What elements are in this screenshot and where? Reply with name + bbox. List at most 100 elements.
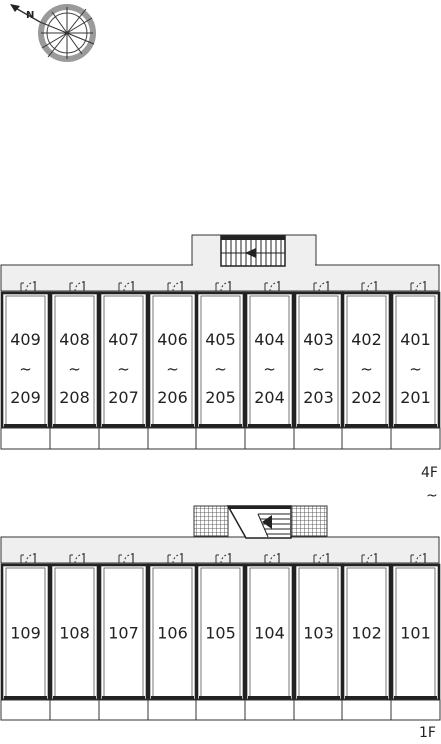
unit-number-top: 408 <box>59 330 90 349</box>
unit-range-separator: ~ <box>409 360 422 378</box>
balcony <box>341 699 392 721</box>
balcony <box>390 699 441 721</box>
unit-cell: 104 <box>244 553 295 721</box>
balcony <box>49 427 100 450</box>
balcony <box>293 699 344 721</box>
unit-number-bottom: 209 <box>10 388 41 407</box>
unit-number: 105 <box>205 624 236 643</box>
unit-number-bottom: 205 <box>205 388 236 407</box>
unit-number-bottom: 202 <box>351 388 382 407</box>
lower-floor-label: 1F <box>419 725 436 741</box>
unit-cell: 101 <box>390 553 441 721</box>
balcony <box>147 427 198 450</box>
upper-building: 409 ~209 408 ~208 407 ~207 406 ~206 405 ~205 404 ~2… <box>0 234 441 450</box>
unit-cell: 401~201 <box>390 281 441 450</box>
unit-cell: 405 ~205 <box>195 281 246 450</box>
planting-area-right <box>290 505 328 537</box>
door-swing-icon <box>361 553 377 564</box>
unit-range-separator: ~ <box>214 360 227 378</box>
unit-cell: 109 <box>0 553 51 721</box>
unit-cell: 103 <box>293 553 344 721</box>
unit-number-top: 404 <box>254 330 285 349</box>
balcony <box>244 427 295 450</box>
unit-number: 106 <box>157 624 188 643</box>
unit-range-separator: ~ <box>117 360 130 378</box>
unit-number: 107 <box>108 624 139 643</box>
unit-cell: 407 ~207 <box>98 281 149 450</box>
unit-number-top: 409 <box>10 330 41 349</box>
unit-number: 104 <box>254 624 285 643</box>
north-arrow-icon <box>10 4 20 12</box>
unit-range-separator: ~ <box>19 360 32 378</box>
balcony <box>0 427 51 450</box>
unit-cell: 106 <box>147 553 198 721</box>
unit-number-top: 401 <box>400 330 431 349</box>
door-swing-icon <box>215 553 231 564</box>
unit-range-separator: ~ <box>263 360 276 378</box>
balcony <box>390 427 441 450</box>
unit-number-bottom: 208 <box>59 388 90 407</box>
balcony <box>49 699 100 721</box>
upper-floor-top-label: 4F <box>421 465 438 481</box>
balcony <box>244 699 295 721</box>
unit-cell: 403 ~203 <box>293 281 344 450</box>
unit-range-separator: ~ <box>312 360 325 378</box>
unit-number-top: 406 <box>157 330 188 349</box>
balcony <box>98 427 149 450</box>
door-swing-icon <box>167 553 183 564</box>
door-swing-icon <box>313 281 329 292</box>
door-swing-icon <box>215 281 231 292</box>
balcony <box>195 699 246 721</box>
unit-range-separator: ~ <box>360 360 373 378</box>
balcony <box>341 427 392 450</box>
compass-north-label: N <box>26 10 34 21</box>
unit-number-top: 407 <box>108 330 139 349</box>
door-swing-icon <box>20 553 36 564</box>
entrance-staircase-icon <box>226 505 292 539</box>
unit-cell: 105 <box>195 553 246 721</box>
door-swing-icon <box>361 281 377 292</box>
unit-number-top: 402 <box>351 330 382 349</box>
unit-cell: 108 <box>49 553 100 721</box>
planting-area-left <box>193 505 229 537</box>
unit-number-bottom: 203 <box>303 388 334 407</box>
unit-range-separator: ~ <box>68 360 81 378</box>
unit-range-separator: ~ <box>166 360 179 378</box>
balcony <box>293 427 344 450</box>
unit-number: 101 <box>400 624 431 643</box>
door-swing-icon <box>69 553 85 564</box>
unit-number: 102 <box>351 624 382 643</box>
unit-cell: 404 ~204 <box>244 281 295 450</box>
door-swing-icon <box>118 281 134 292</box>
lower-building: 109 108 107 106 105 104 103 102 101 <box>0 505 441 721</box>
balcony <box>98 699 149 721</box>
door-swing-icon <box>118 553 134 564</box>
door-swing-icon <box>410 553 426 564</box>
unit-number-bottom: 206 <box>157 388 188 407</box>
unit-cell: 409 ~209 <box>0 281 51 450</box>
balcony <box>147 699 198 721</box>
unit-number-top: 403 <box>303 330 334 349</box>
door-swing-icon <box>167 281 183 292</box>
unit-number-bottom: 204 <box>254 388 285 407</box>
unit-cell: 402 ~202 <box>341 281 392 450</box>
unit-number: 103 <box>303 624 334 643</box>
door-swing-icon <box>410 281 426 292</box>
door-swing-icon <box>264 281 280 292</box>
unit-cell: 406 ~206 <box>147 281 198 450</box>
door-swing-icon <box>69 281 85 292</box>
unit-number: 108 <box>59 624 90 643</box>
unit-number: 109 <box>10 624 41 643</box>
balcony <box>0 699 51 721</box>
door-swing-icon <box>20 281 36 292</box>
staircase-icon <box>220 235 286 267</box>
upper-floor-separator: ~ <box>426 488 438 504</box>
unit-cell: 408 ~208 <box>49 281 100 450</box>
unit-number-bottom: 207 <box>108 388 139 407</box>
unit-number-top: 405 <box>205 330 236 349</box>
compass-rose-icon: N <box>10 4 96 62</box>
balcony <box>195 427 246 450</box>
door-swing-icon <box>313 553 329 564</box>
door-swing-icon <box>264 553 280 564</box>
